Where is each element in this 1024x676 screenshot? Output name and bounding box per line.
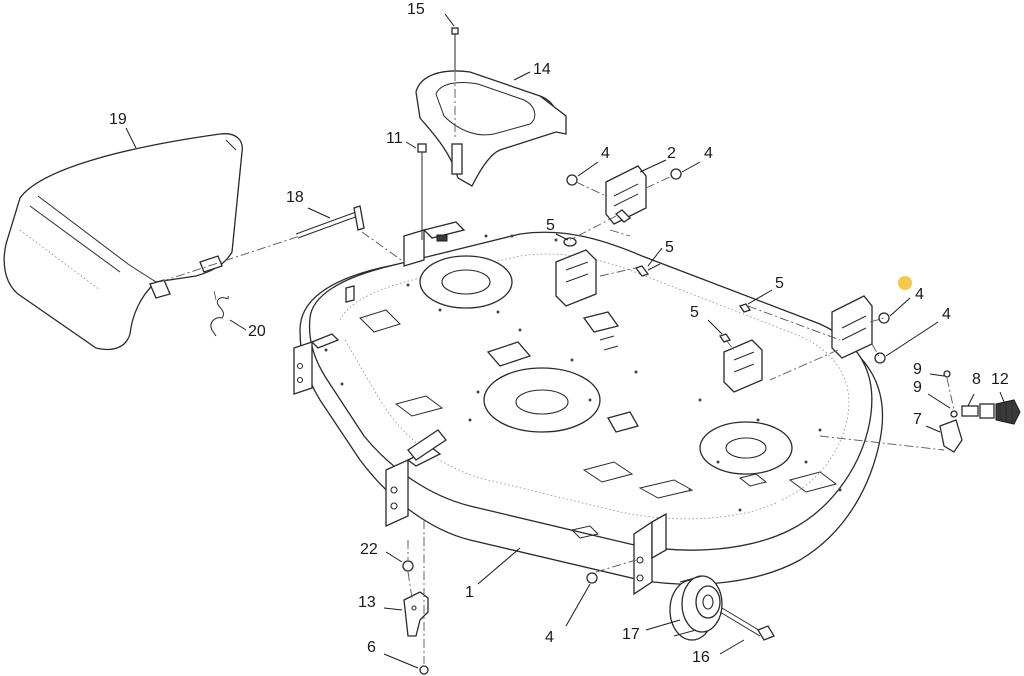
callout-8[interactable]: 8 [972, 371, 981, 388]
callout-4-upper-left[interactable]: 4 [601, 145, 610, 162]
mower-deck[interactable] [299, 221, 884, 585]
callout-4-right-upper[interactable]: 4 [915, 286, 924, 303]
callout-9-upper[interactable]: 9 [913, 361, 922, 378]
callout-6[interactable]: 6 [367, 639, 376, 656]
idler-bracket-right[interactable] [831, 295, 873, 359]
callout-19[interactable]: 19 [109, 111, 127, 128]
callout-15[interactable]: 15 [407, 1, 425, 18]
leader-lines [125, 13, 1005, 669]
callout-9-lower[interactable]: 9 [913, 379, 922, 396]
wheel-bolt[interactable] [719, 607, 775, 641]
hinge-rod[interactable] [295, 205, 365, 239]
spindle-assembly[interactable] [939, 370, 1021, 453]
callout-1[interactable]: 1 [465, 584, 474, 601]
height-bracket[interactable] [403, 591, 429, 637]
idler-bracket-upper[interactable] [605, 165, 647, 225]
fasteners [402, 27, 890, 675]
deck-mount-bracket-right[interactable] [633, 512, 667, 596]
belt-cover[interactable] [415, 70, 567, 187]
callout-5-upper-right[interactable]: 5 [775, 275, 784, 292]
chute-spring[interactable] [210, 295, 229, 337]
callout-12[interactable]: 12 [991, 371, 1009, 388]
callout-4-bottom[interactable]: 4 [545, 629, 554, 646]
callout-18[interactable]: 18 [286, 189, 304, 206]
callout-5-center[interactable]: 5 [665, 239, 674, 256]
highlight-marker [898, 276, 912, 290]
callout-20[interactable]: 20 [248, 323, 266, 340]
callout-2[interactable]: 2 [667, 145, 676, 162]
callout-17[interactable]: 17 [622, 626, 640, 643]
assembly-lines [159, 72, 955, 664]
callout-14[interactable]: 14 [533, 61, 551, 78]
deck-mount-bracket-left[interactable] [293, 285, 355, 395]
callout-4-right-lower[interactable]: 4 [942, 306, 951, 323]
callout-5-right[interactable]: 5 [690, 304, 699, 321]
anti-scalp-wheel[interactable] [669, 575, 723, 641]
callout-11[interactable]: 11 [386, 130, 403, 147]
callout-4-upper-right[interactable]: 4 [704, 145, 713, 162]
callout-13[interactable]: 13 [358, 594, 376, 611]
callout-16[interactable]: 16 [692, 649, 710, 666]
callout-5-left[interactable]: 5 [546, 217, 555, 234]
deck-mount-bracket-front[interactable] [385, 429, 447, 528]
discharge-chute[interactable] [3, 133, 243, 351]
pivot-bracket-right[interactable] [723, 339, 763, 393]
pivot-bracket-left[interactable] [555, 237, 597, 307]
callout-22[interactable]: 22 [360, 541, 378, 558]
callout-7[interactable]: 7 [913, 411, 922, 428]
